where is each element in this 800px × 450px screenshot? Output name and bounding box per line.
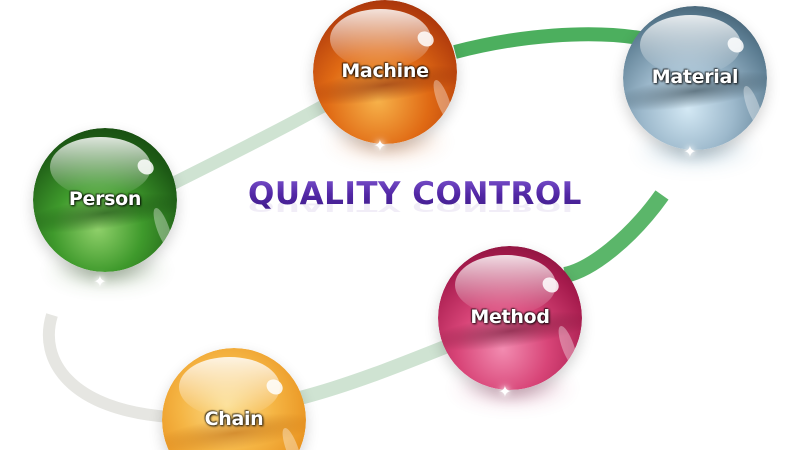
method-label: Method (470, 305, 550, 328)
connector-person-machine (157, 99, 329, 196)
method-node: Method (438, 246, 582, 390)
material-node: Material (623, 6, 767, 150)
chain-sphere-highlight (179, 356, 281, 418)
person-label: Person (68, 187, 142, 210)
sparkle-icon: ✦ (93, 274, 107, 291)
chain-label: Chain (204, 407, 264, 430)
person-node: Person (33, 128, 177, 272)
connector-machine-material (453, 27, 642, 59)
machine-label: Machine (341, 59, 429, 82)
machine-sphere-highlight (330, 8, 432, 70)
machine-node: Machine (313, 0, 457, 144)
sparkle-icon: ✦ (498, 384, 512, 401)
sparkle-icon: ✦ (683, 144, 697, 161)
material-sphere-highlight (640, 14, 742, 76)
connector-person-chain (42, 313, 171, 423)
diagram-title-reflection: QUALITY CONTROL (248, 197, 582, 214)
connector-method-chain (298, 338, 453, 405)
method-sphere-highlight (455, 254, 557, 316)
sparkle-icon: ✦ (373, 138, 387, 155)
material-label: Material (651, 65, 739, 88)
person-sphere-highlight (50, 136, 152, 198)
diagram-title: QUALITY CONTROL (245, 176, 585, 212)
connector-material-method (562, 190, 669, 283)
